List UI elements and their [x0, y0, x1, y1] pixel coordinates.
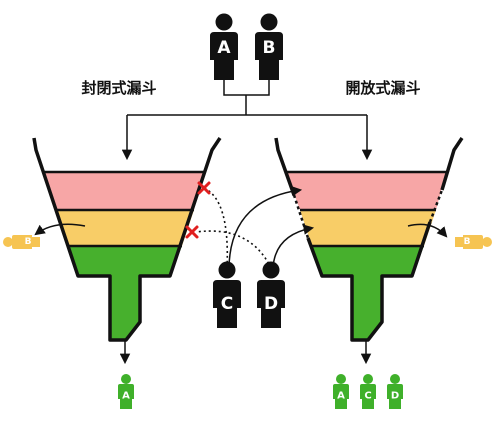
entry-arrows [228, 185, 315, 269]
person-mid-d: D [257, 261, 285, 328]
left-output-person-a: A [118, 374, 134, 409]
person-top-b: B [255, 13, 283, 80]
svg-text:A: A [217, 38, 231, 58]
right-exit-person-b: B [455, 235, 492, 249]
closed-funnel-stage-1 [44, 172, 204, 210]
open-funnel-stage-1 [286, 172, 446, 210]
svg-text:A: A [337, 391, 345, 402]
closed-funnel-stage-3 [67, 246, 182, 340]
exit-arrows [34, 223, 448, 238]
open-funnel-label: 開放式漏斗 [345, 79, 420, 97]
right-output-person-d: D [387, 374, 403, 409]
open-funnel [274, 137, 464, 342]
right-output-person-c: C [360, 374, 376, 409]
blocked-x-icon [185, 181, 211, 239]
blocked-paths [195, 187, 272, 269]
left-exit-person-b: B [3, 235, 40, 249]
closed-funnel-label: 封閉式漏斗 [81, 79, 156, 97]
svg-text:C: C [364, 391, 371, 402]
svg-text:B: B [25, 237, 32, 247]
svg-text:B: B [263, 38, 276, 58]
svg-text:B: B [464, 237, 471, 247]
svg-text:D: D [391, 391, 399, 402]
closed-funnel [32, 137, 222, 342]
output-arrows [119, 340, 372, 365]
right-output-person-a: A [333, 374, 349, 409]
person-mid-c: C [213, 261, 241, 328]
svg-text:A: A [122, 391, 130, 402]
svg-text:D: D [264, 294, 278, 314]
open-funnel-stage-2 [300, 210, 436, 246]
svg-text:C: C [221, 294, 233, 314]
split-connector [121, 80, 373, 161]
closed-funnel-stage-2 [56, 210, 194, 246]
open-funnel-stage-3 [312, 246, 424, 340]
person-top-a: A [210, 13, 238, 80]
